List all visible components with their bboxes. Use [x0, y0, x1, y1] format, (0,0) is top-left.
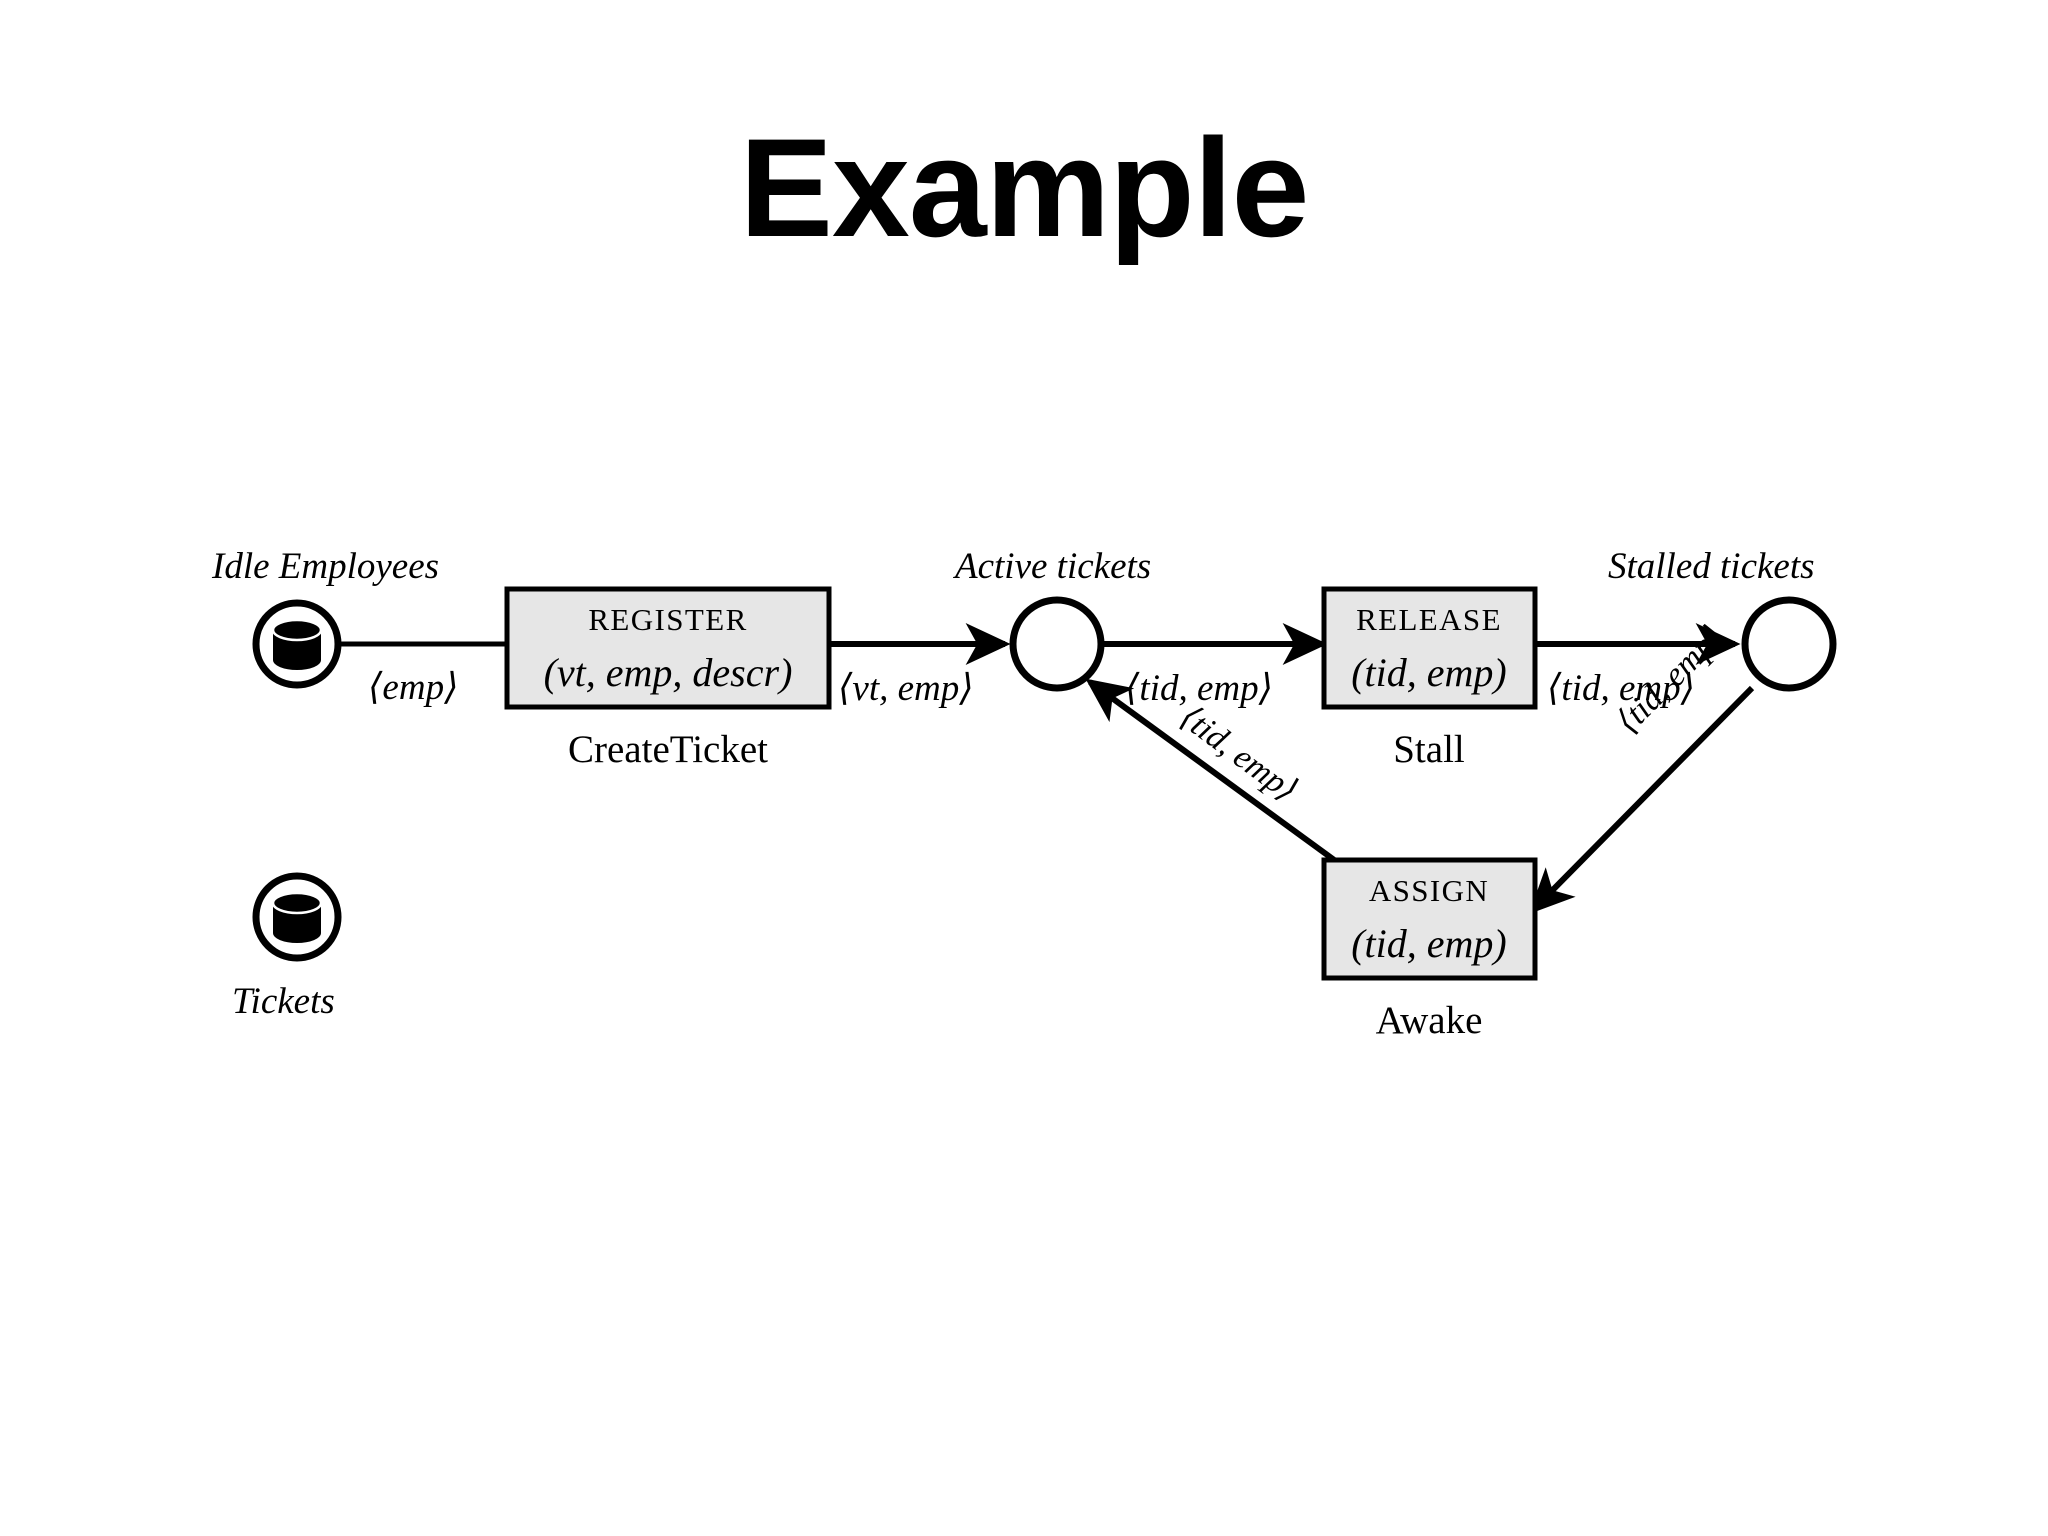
arc-stalled-to-assign: ⟨tid, emp⟩ [1529, 618, 1755, 915]
arc-register-to-active: ⟨νt, emp⟩ [829, 623, 1011, 709]
arc-label-idle-to-register: ⟨emp⟩ [368, 667, 459, 708]
place-idle-employees[interactable]: Idle Employees [211, 546, 439, 689]
arc-assign-to-active: ⟨tid, emp⟩ [1085, 678, 1339, 865]
place-label-tickets: Tickets [232, 981, 335, 1022]
place-stalled-tickets[interactable]: Stalled tickets [1608, 546, 1837, 692]
transition-params-release: (tid, emp) [1351, 650, 1507, 695]
transition-name-register: REGISTER [588, 602, 747, 637]
transition-release[interactable]: RELEASE (tid, emp) Stall [1321, 586, 1538, 771]
place-tickets[interactable]: Tickets [232, 872, 342, 1022]
transition-name-release: RELEASE [1356, 602, 1502, 637]
transition-name-assign: ASSIGN [1369, 873, 1489, 908]
place-label-idle-employees: Idle Employees [211, 546, 439, 587]
place-label-stalled-tickets: Stalled tickets [1608, 546, 1815, 587]
database-icon [271, 891, 323, 943]
arc-label-release-to-stalled: ⟨tid, emp⟩ [1547, 668, 1695, 709]
transition-params-assign: (tid, emp) [1351, 921, 1507, 966]
arc-idle-to-register: ⟨emp⟩ [341, 641, 505, 708]
transition-caption-register: CreateTicket [568, 728, 768, 771]
arc-active-to-release: ⟨tid, emp⟩ [1103, 623, 1328, 709]
database-icon [271, 618, 323, 670]
transition-caption-release: Stall [1393, 728, 1465, 771]
transition-register[interactable]: REGISTER (νt, emp, descr) CreateTicket [504, 586, 832, 771]
page-title: Example [739, 109, 1310, 266]
transition-params-register: (νt, emp, descr) [544, 650, 793, 695]
arc-label-register-to-active: ⟨νt, emp⟩ [838, 668, 974, 709]
place-active-tickets[interactable]: Active tickets [952, 546, 1151, 692]
arc-label-active-to-release: ⟨tid, emp⟩ [1125, 668, 1273, 709]
transition-caption-assign: Awake [1376, 999, 1483, 1042]
place-label-active-tickets: Active tickets [952, 546, 1151, 587]
arc-release-to-stalled: ⟨tid, emp⟩ [1535, 623, 1741, 709]
transition-assign[interactable]: ASSIGN (tid, emp) Awake [1321, 857, 1538, 1042]
